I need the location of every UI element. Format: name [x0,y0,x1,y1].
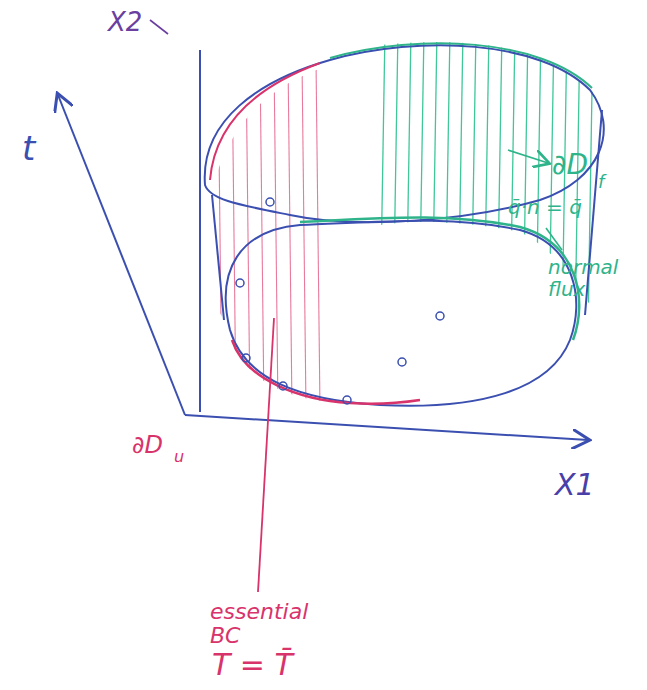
leader-line [546,228,562,250]
axis-label: X1 [555,468,595,501]
flux-note: normal flux [548,256,628,300]
flux-boundary-top [330,43,592,88]
domain-cylinder [205,45,604,405]
boundary-subscript: f [598,172,604,192]
flux-boundary [300,217,579,340]
axes [58,50,588,440]
leader-line [150,20,168,34]
axis-label: X2 [108,8,142,37]
boundary-points [236,198,444,404]
axis-label: t [22,130,35,167]
essential-boundary [232,340,420,404]
bc-equation: T = T̄ [212,648,293,681]
leader-arrow [508,150,548,163]
essential-boundary-top [210,63,320,180]
leader-line [258,318,274,592]
boundary-subscript: u [174,448,184,466]
boundary-label: ∂D [132,432,163,458]
boundary-label: ∂D [552,150,588,181]
bc-note: essential BC [210,600,330,648]
flux-condition: q̄·n = q̄ [508,196,582,218]
